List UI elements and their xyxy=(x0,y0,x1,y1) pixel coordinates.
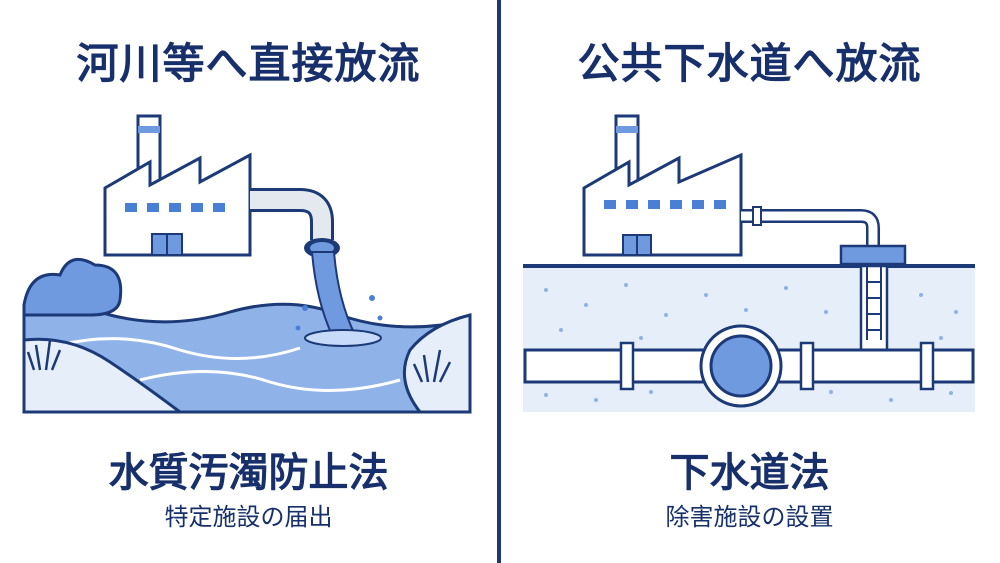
panel-title: 公共下水道へ放流 xyxy=(577,39,922,88)
connection-pipe-icon xyxy=(741,206,907,266)
grass-icon xyxy=(26,339,452,383)
law-name: 下水道法 xyxy=(669,450,830,496)
requirement-text: 除害施設の設置 xyxy=(665,503,834,531)
sewer-pipe-icon xyxy=(523,324,975,408)
water-stream-icon xyxy=(295,251,383,347)
factory-icon xyxy=(103,114,252,257)
sewer-discharge-illustration xyxy=(523,114,975,412)
discharge-pipe-icon xyxy=(250,188,340,258)
panel-direct-discharge: 河川等へ直接放流 xyxy=(0,0,497,563)
panel-title: 河川等へ直接放流 xyxy=(76,39,421,88)
panel-divider xyxy=(497,0,501,563)
panel-sewer-discharge: 公共下水道へ放流 xyxy=(501,0,998,563)
manhole-icon xyxy=(859,264,889,352)
law-name: 水質汚濁防止法 xyxy=(108,450,389,496)
river-discharge-illustration xyxy=(22,114,472,414)
bush-icon xyxy=(22,257,123,317)
requirement-text: 特定施設の届出 xyxy=(164,503,333,531)
river-icon xyxy=(22,302,472,414)
factory-icon xyxy=(582,114,743,257)
